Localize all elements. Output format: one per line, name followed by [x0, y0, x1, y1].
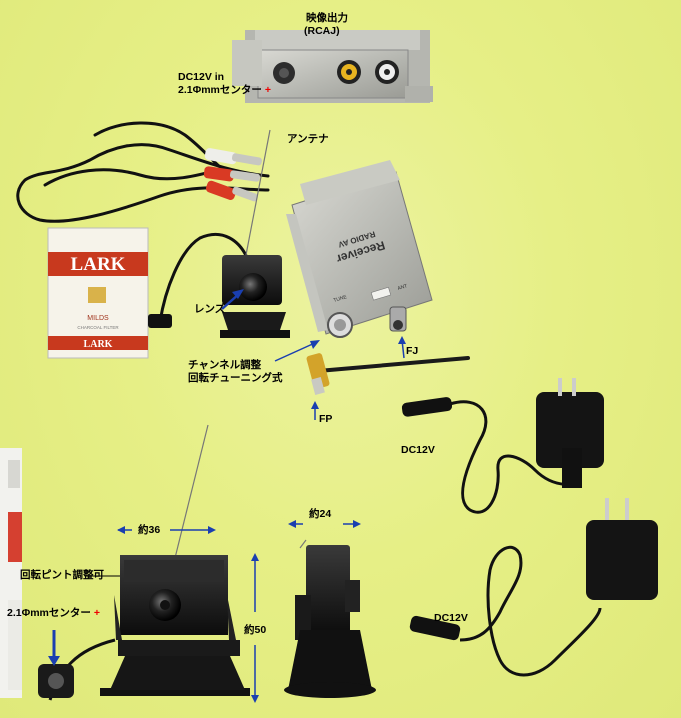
power-adapter-top [401, 378, 604, 514]
receiver-unit: Receiver RADIO AV TUNE ANT [286, 160, 433, 338]
connector-spec-label: 2.1Φmmセンター + [7, 607, 100, 619]
video-out-title: 映像出力 [306, 12, 348, 24]
left-red-band [8, 512, 22, 562]
annotation-arrowheads [48, 289, 406, 703]
width-dimension-label: 約36 [138, 524, 161, 536]
lark-brand-text: LARK [71, 254, 126, 275]
svg-text:ANT: ANT [397, 283, 408, 292]
camera-side-view [284, 539, 376, 698]
fj-label: FJ [406, 345, 419, 357]
fp-label: FP [319, 413, 333, 425]
connector-spec-text: 2.1Φmmセンター [7, 607, 91, 619]
rca-plugs [203, 148, 262, 202]
svg-text:TUNE: TUNE [333, 294, 348, 304]
antenna-label: アンテナ [287, 133, 329, 145]
dc12v-label-top: DC12V [401, 444, 435, 456]
receiver-rear-panel [232, 30, 433, 103]
svg-text:LARK: LARK [84, 339, 113, 350]
channel-arrow [274, 341, 318, 362]
height-dimension-label: 約50 [244, 624, 267, 636]
plus-mark: + [264, 84, 271, 96]
channel-adjust-label: チャンネル調整 [188, 359, 262, 371]
cigarette-pack: LARK MILDS CHARCOAL FILTER LARK [47, 227, 149, 359]
rotary-tuning-label: 回転チューニング式 [188, 372, 283, 384]
dc12v-label-bottom: DC12V [434, 612, 468, 624]
video-out-subtitle: (RCAJ) [304, 25, 340, 37]
power-adapter-bottom [409, 498, 658, 677]
plus-mark-bottom: + [93, 607, 100, 619]
dc-in-label: DC12V in [178, 71, 225, 83]
dc-in-spec-text: 2.1Φmmセンター [178, 84, 262, 96]
lark-sub-text: MILDS [87, 315, 109, 322]
dc-in-spec: 2.1Φmmセンター + [178, 84, 271, 96]
rca-cable [16, 121, 270, 223]
camera-front-view [38, 424, 250, 701]
lens-label: レンズ [194, 303, 226, 315]
depth-dimension-label: 約24 [309, 508, 332, 520]
rf-antenna [306, 353, 470, 396]
focus-adjust-label: 回転ピント調整可 [20, 569, 104, 581]
lark-sub2-text: CHARCOAL FILTER [77, 325, 119, 330]
